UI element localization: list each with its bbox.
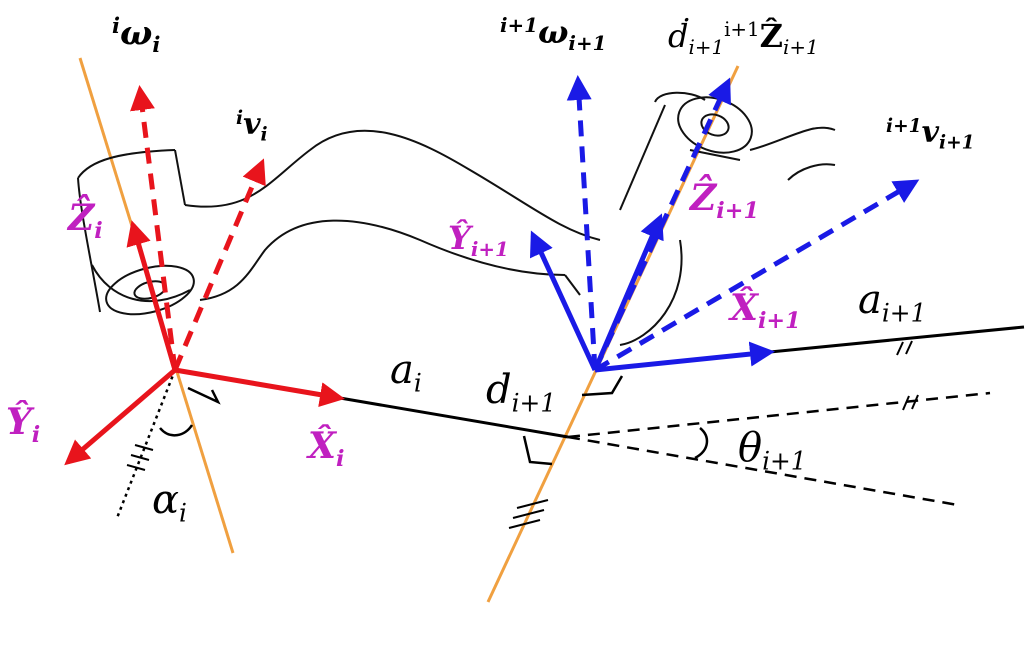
- y-i-label: Ŷi: [6, 401, 41, 448]
- ddot-z-label: ḋi+1i+1Ẑi+1: [668, 17, 819, 59]
- omega-i-label: iωi: [112, 13, 161, 57]
- omega-i1-vector: [566, 75, 598, 371]
- x-axis-i1: [594, 341, 775, 373]
- frame-i1: [529, 75, 920, 373]
- dashed-alpha-reference: [115, 369, 177, 519]
- x-i-label: X̂i: [308, 425, 345, 472]
- v-i-label: ivi: [236, 107, 268, 146]
- y-i1-label: Ŷi+1: [448, 219, 509, 261]
- alpha-i-label: αi: [152, 477, 187, 528]
- dashed-theta-reference: [567, 435, 959, 507]
- x-axis-i: [174, 367, 345, 407]
- a-i1-label: ai+1: [858, 277, 927, 328]
- z-i-label: Ẑi: [68, 197, 103, 244]
- frame-i: [64, 85, 345, 466]
- common-normal-ai1: [769, 325, 1025, 354]
- x-i1-label: X̂i+1: [730, 287, 801, 334]
- common-normal-ai: [339, 396, 569, 439]
- y-axis-i1: [529, 230, 598, 372]
- y-axis-i: [64, 368, 177, 466]
- z-i1-label: Ẑi+1: [690, 177, 759, 224]
- alpha-arc: [159, 424, 194, 437]
- parallel-ticks: [126, 340, 919, 529]
- ddot-z-vector: [592, 77, 731, 372]
- right-angle-mark-i1-upper: [581, 375, 624, 397]
- right-angle-mark-i1-lower: [522, 435, 553, 466]
- a-i-label: ai: [390, 347, 422, 398]
- omega-i-vector: [130, 85, 178, 371]
- v-i-vector: [172, 158, 266, 371]
- omega-i1-label: i+1ωi+1: [500, 13, 607, 55]
- z-axis-i: [126, 220, 178, 371]
- theta-i1-label: θi+1: [738, 425, 807, 476]
- right-angle-mark-i: [187, 386, 221, 405]
- link-sketch: [77, 91, 836, 346]
- v-i1-vector: [593, 179, 920, 373]
- d-i1-label: di+1: [486, 367, 557, 418]
- theta-arc: [694, 427, 709, 460]
- dashed-xi-projection: [567, 391, 991, 439]
- v-i1-label: i+1vi+1: [886, 115, 975, 154]
